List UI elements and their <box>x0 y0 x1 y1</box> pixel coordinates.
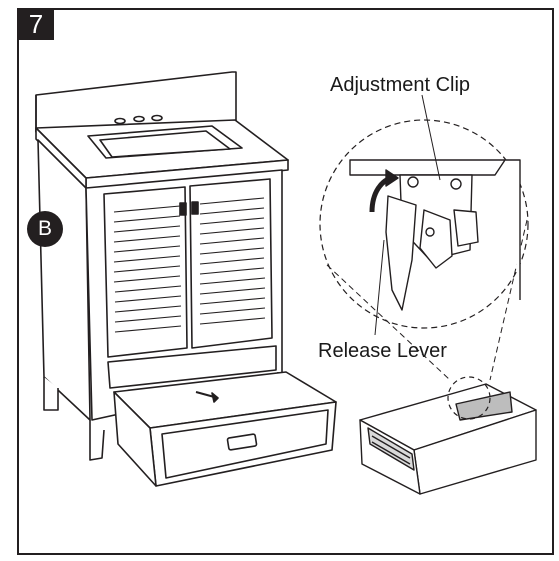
detail-zoom-large <box>319 119 529 329</box>
part-b-marker: B <box>27 211 63 247</box>
pulled-drawer <box>113 371 337 487</box>
detail-zoom-small <box>447 376 491 420</box>
panel-border <box>17 8 554 555</box>
drawer-slide-detail <box>359 383 537 495</box>
clip-detail <box>349 159 521 311</box>
adjustment-clip-label: Adjustment Clip <box>330 74 471 96</box>
release-lever-label: Release Lever <box>318 340 447 362</box>
step-number-badge: 7 <box>18 9 54 40</box>
